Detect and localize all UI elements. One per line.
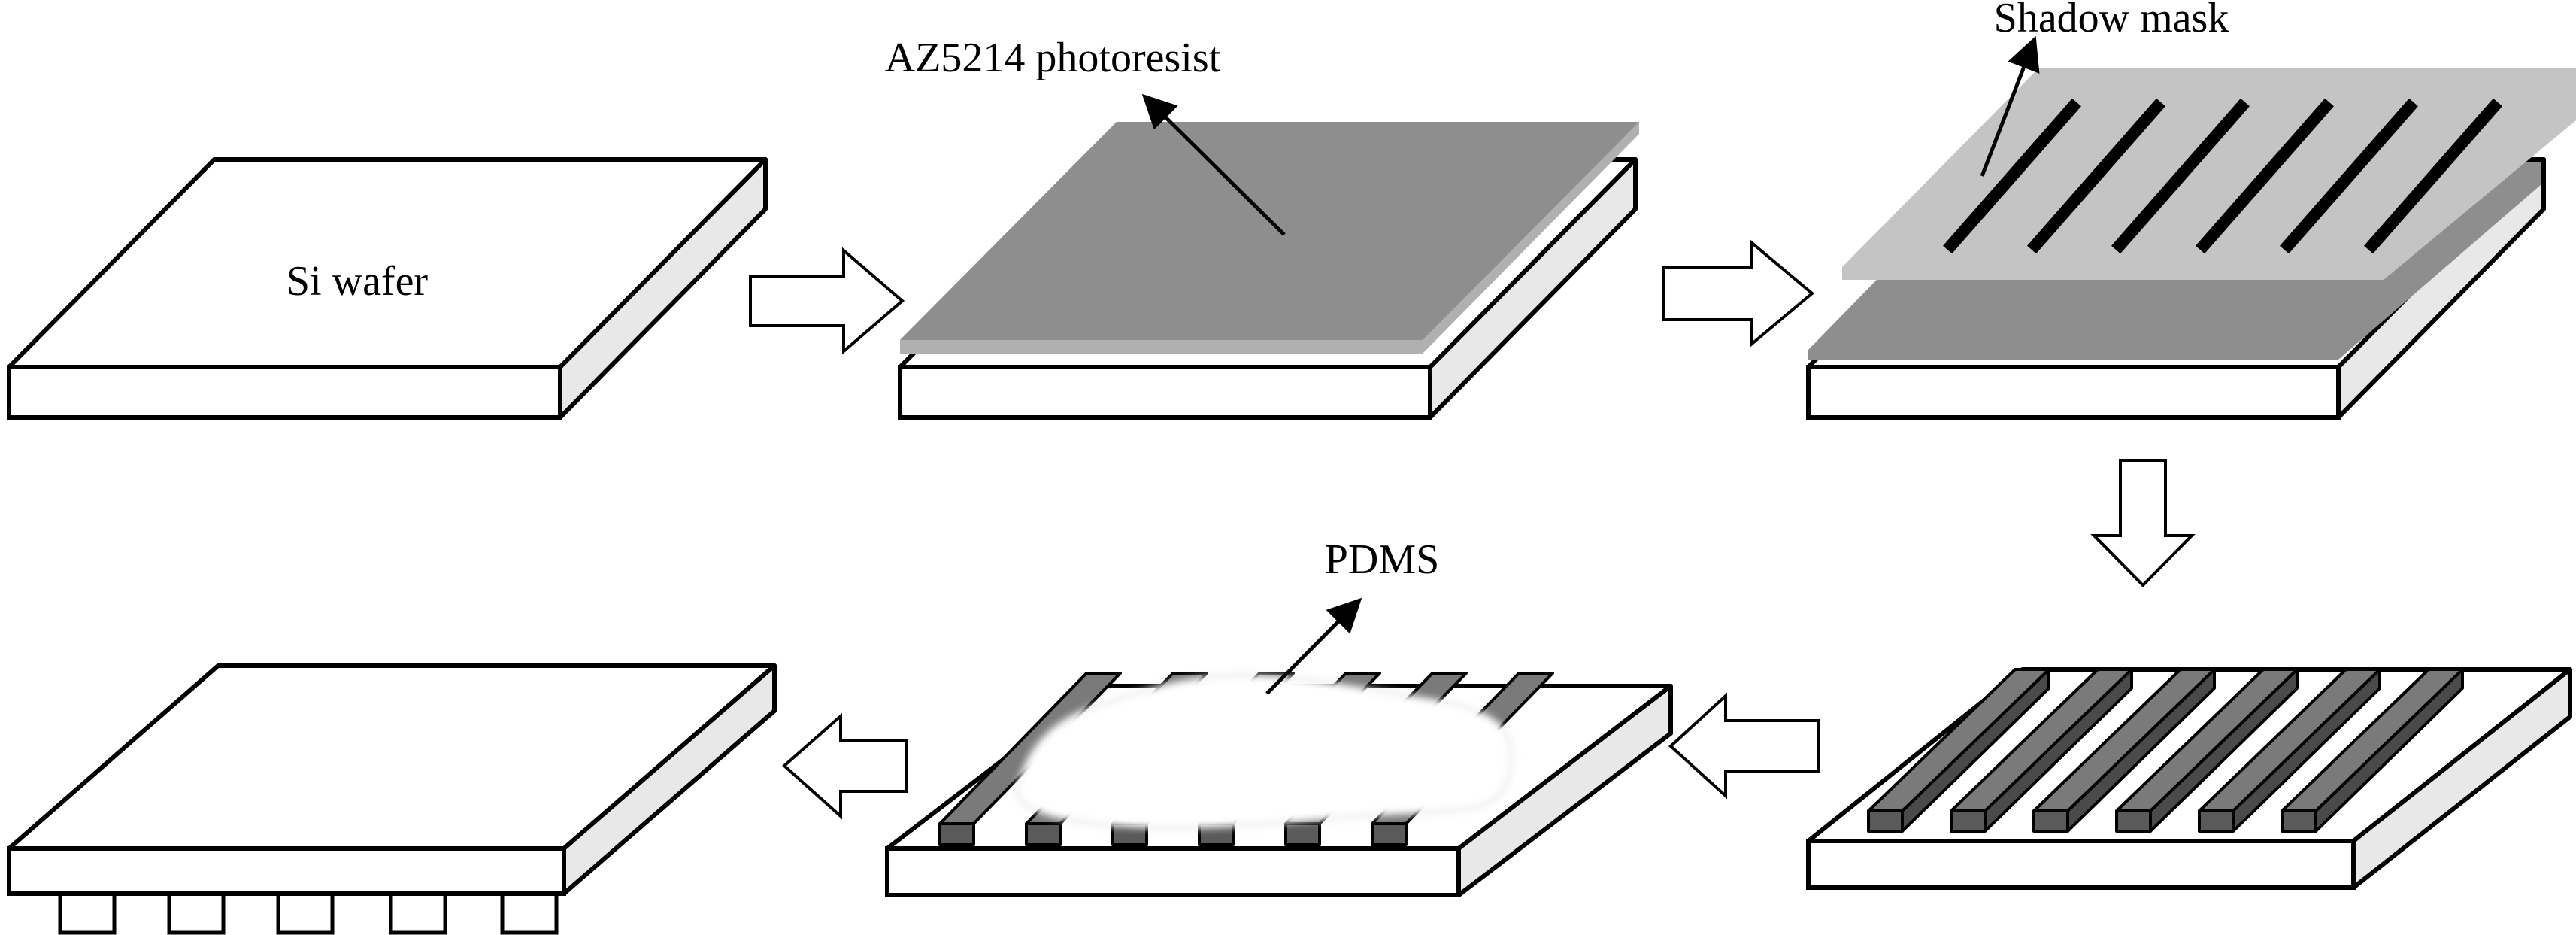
- mask-slot: [2195, 98, 2335, 254]
- resist-strip-front: [2032, 809, 2069, 833]
- step2-photoresist-coated: AZ5214 photoresist: [885, 35, 1639, 420]
- pdms-pillar: [167, 891, 226, 935]
- step6-pdms-mold: [7, 663, 777, 935]
- mask-slots: [1942, 98, 2503, 254]
- resist-strip-front: [1284, 822, 1321, 846]
- wafer-front-face: [1806, 839, 2356, 890]
- pdms-pillar: [389, 891, 447, 935]
- pdms-pillar: [276, 891, 335, 935]
- resist-strips: [1867, 668, 2464, 833]
- pdms-pillar: [58, 891, 117, 935]
- process-arrow-down: [2090, 459, 2196, 587]
- wafer-front-face: [7, 365, 562, 420]
- resist-strip-front: [1950, 809, 1987, 833]
- pdms-blob: [1015, 674, 1513, 829]
- pdms-pillar: [500, 891, 559, 935]
- step1-si-wafer: Si wafer: [7, 157, 768, 420]
- resist-strip-front: [1867, 809, 1904, 833]
- photoresist-pointer-arrow: [1141, 93, 1286, 236]
- step5-pdms-casting: PDMS: [885, 536, 1673, 897]
- mask-slot: [2111, 98, 2250, 254]
- shadow-mask-label: Shadow mask: [1994, 0, 2229, 41]
- process-arrow-right-2: [1662, 239, 1815, 348]
- photoresist-layer: [900, 122, 1639, 340]
- resist-strip-front: [938, 822, 975, 846]
- mask-slot: [2026, 98, 2166, 254]
- photoresist-label: AZ5214 photoresist: [885, 35, 1221, 81]
- pdms-label: PDMS: [1325, 536, 1440, 583]
- resist-strip-front: [2281, 809, 2317, 833]
- process-arrow-right-1: [749, 247, 905, 355]
- resist-strip-front: [2115, 809, 2152, 833]
- mold-top-face: [7, 663, 777, 851]
- step4-developed-resist-pattern: [1806, 667, 2572, 890]
- wafer-front-face: [898, 365, 1432, 420]
- step3-shadow-mask-exposure: Shadow mask: [1806, 0, 2576, 420]
- wafer-front-face: [885, 846, 1461, 897]
- si-wafer-label: Si wafer: [286, 258, 429, 305]
- shadow-mask-pointer-arrow: [1980, 35, 2040, 177]
- mask-slot: [1942, 98, 2082, 254]
- mask-slot: [2279, 98, 2419, 254]
- resist-strip-front: [2198, 809, 2235, 833]
- resist-strip-front: [1371, 822, 1408, 846]
- mask-slot: [2363, 98, 2503, 254]
- resist-strip-front: [1025, 822, 1062, 846]
- process-arrow-left-2: [781, 712, 908, 820]
- wafer-front-face: [1806, 365, 2341, 420]
- process-arrow-left-1: [1668, 692, 1820, 800]
- mold-front-face: [7, 846, 566, 896]
- pdms-pillars: [58, 891, 559, 935]
- pdms-pointer-arrow: [1265, 597, 1362, 695]
